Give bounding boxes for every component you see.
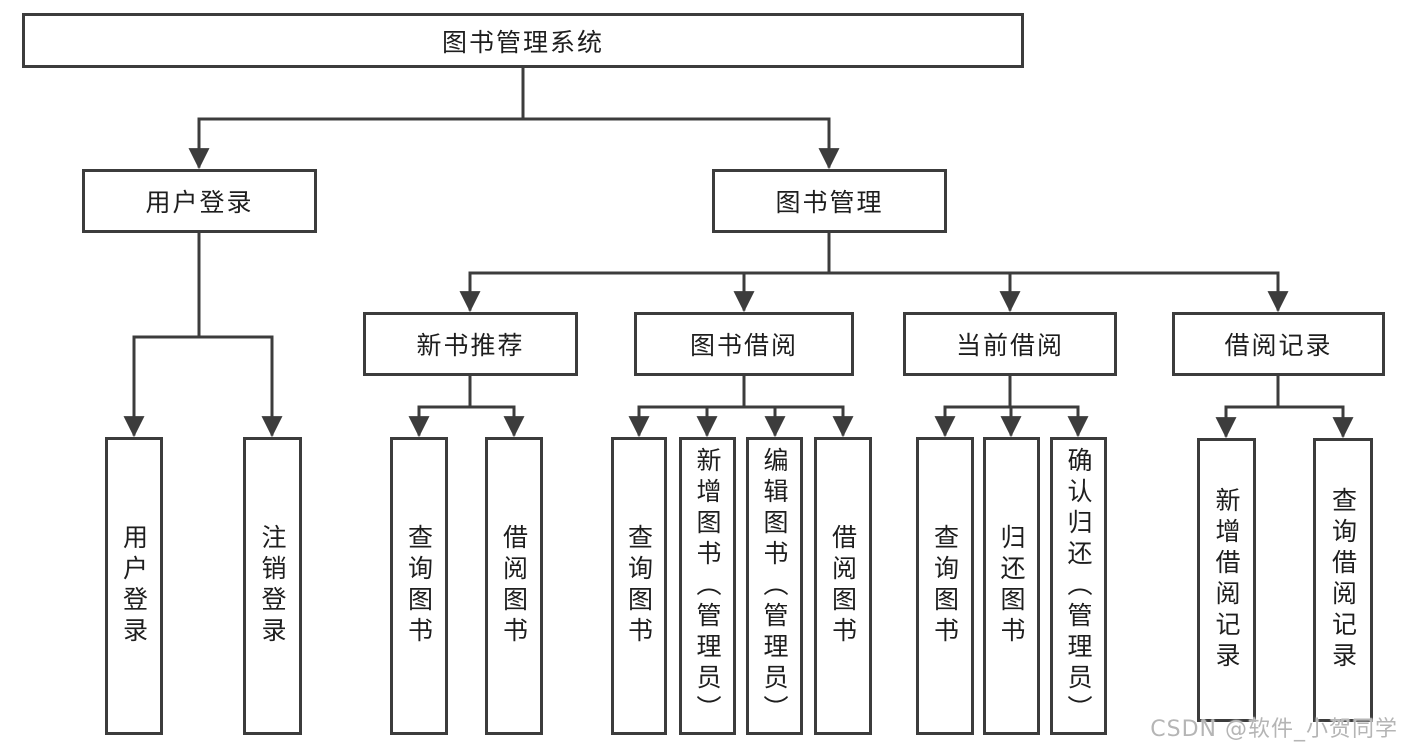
- leaf-confirm-return-admin: 确认归还（管理员）: [1050, 437, 1107, 735]
- node-root: 图书管理系统: [22, 13, 1024, 68]
- node-book-management: 图书管理: [712, 169, 947, 233]
- leaf-query-borrow-record: 查询借阅记录: [1313, 438, 1373, 722]
- leaf-borrow-books: 借阅图书: [814, 437, 872, 735]
- leaf-add-books-admin: 新增图书（管理员）: [679, 437, 736, 735]
- leaf-logout-login: 注销登录: [243, 437, 302, 735]
- leaf-user-login: 用户登录: [105, 437, 163, 735]
- node-borrowing-records: 借阅记录: [1172, 312, 1385, 376]
- leaf-query-books-borrowing: 查询图书: [611, 437, 667, 735]
- node-new-book-recommend: 新书推荐: [363, 312, 578, 376]
- node-current-borrowing: 当前借阅: [903, 312, 1117, 376]
- csdn-watermark: CSDN @软件_小贺同学: [1150, 717, 1398, 742]
- leaf-query-books-current: 查询图书: [916, 437, 974, 735]
- leaf-edit-books-admin: 编辑图书（管理员）: [746, 437, 803, 735]
- leaf-return-books: 归还图书: [983, 437, 1040, 735]
- leaf-add-borrow-record: 新增借阅记录: [1197, 438, 1256, 722]
- leaf-borrow-books-recommend: 借阅图书: [485, 437, 543, 735]
- node-book-borrowing: 图书借阅: [634, 312, 854, 376]
- node-user-login: 用户登录: [82, 169, 317, 233]
- leaf-query-books-recommend: 查询图书: [390, 437, 448, 735]
